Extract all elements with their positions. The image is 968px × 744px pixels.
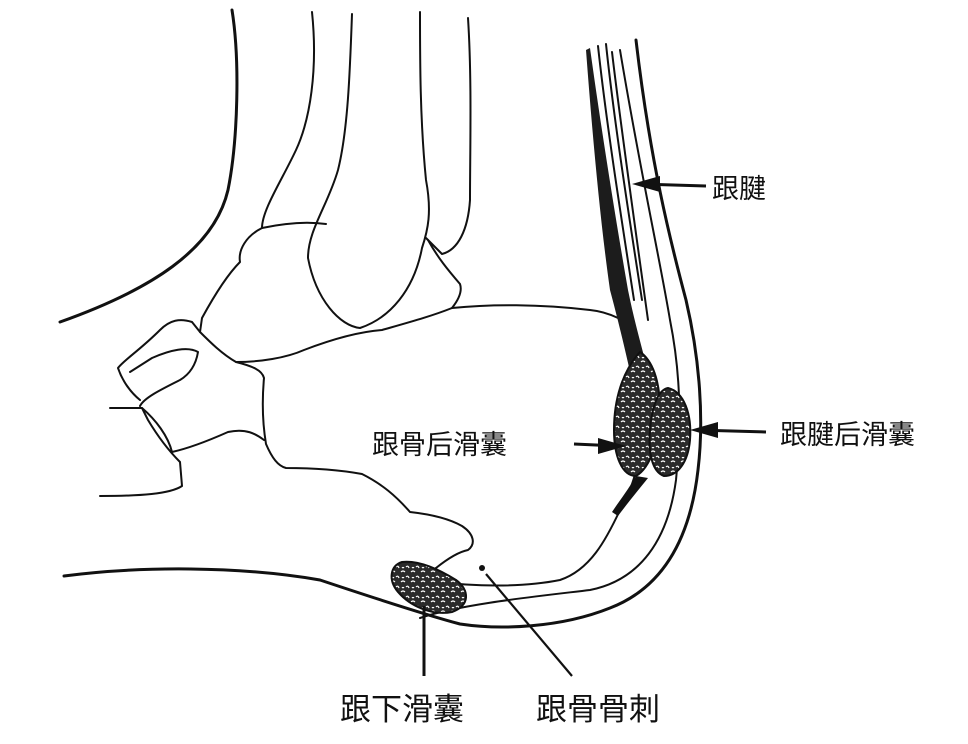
achilles-posterior-bursa-label: 跟腱后滑囊 [780,420,915,451]
achilles-posterior-bursa-shape [648,386,692,478]
achilles-tendon-label: 跟腱 [712,174,766,205]
tendon-insertion [612,476,648,516]
foot-bones [99,227,637,569]
retrocalcaneal-bursa-label: 跟骨后滑囊 [372,430,507,461]
achilles-tendon-shape [586,43,652,400]
label-arrows [422,176,767,677]
leg-bones [58,8,472,329]
sole-skin-outline [62,38,703,629]
calcaneal-spur-label: 跟骨骨刺 [536,692,660,728]
calcaneal-spur-dot [479,565,485,571]
inner-heel-outline [419,49,681,619]
subcalcaneal-bursa-label: 跟下滑囊 [340,692,464,728]
subcalcaneal-bursa-shape [390,560,467,614]
